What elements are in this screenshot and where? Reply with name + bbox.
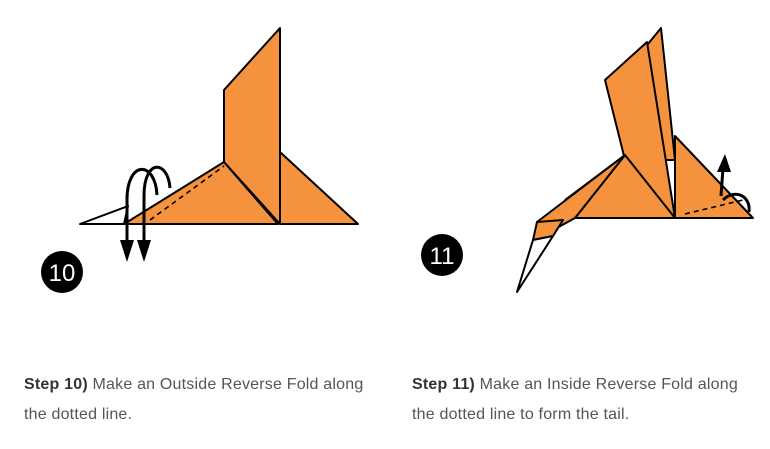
dotted-fold-line bbox=[684, 199, 744, 215]
bird-head bbox=[279, 151, 359, 225]
arrowhead-2 bbox=[137, 240, 151, 262]
step-11-caption: Step 11) Make an Inside Reverse Fold alo… bbox=[412, 370, 757, 430]
tail-white bbox=[516, 235, 554, 293]
step-11-label: Step 11) bbox=[412, 376, 475, 393]
bird-head bbox=[674, 135, 754, 219]
step-10-number: 10 bbox=[49, 260, 76, 287]
step-11-text: Make an Inside Reverse Fold along the do… bbox=[412, 376, 738, 423]
step-10-caption: Step 10) Make an Outside Reverse Fold al… bbox=[24, 370, 369, 430]
tail-tip bbox=[79, 205, 129, 225]
step-11-badge: 11 bbox=[421, 234, 463, 276]
step-11-illustration: 11 bbox=[385, 0, 770, 320]
step-10-label: Step 10) bbox=[24, 376, 88, 393]
step-10-badge: 10 bbox=[41, 251, 83, 293]
step-10-illustration: 10 bbox=[0, 0, 385, 320]
fold-arrow-2 bbox=[142, 165, 172, 244]
arrowhead bbox=[717, 154, 731, 172]
step-10-text: Make an Outside Reverse Fold along the d… bbox=[24, 376, 364, 423]
step-11-number: 11 bbox=[430, 243, 455, 270]
fold-arrow-1 bbox=[125, 167, 159, 244]
dotted-fold-line bbox=[149, 165, 225, 221]
fold-arrow-curl bbox=[721, 192, 751, 213]
fold-arrow bbox=[719, 167, 725, 197]
arrowhead-1 bbox=[120, 240, 134, 262]
